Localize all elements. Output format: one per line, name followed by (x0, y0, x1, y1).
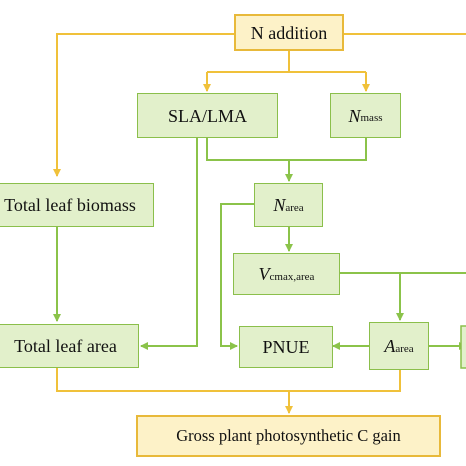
edge-narea-to-pnue (220, 203, 254, 350)
node-pnue-label: PNUE (262, 337, 310, 357)
node-a-area-symbol: A (384, 336, 396, 356)
node-n-addition-label: N addition (250, 22, 328, 43)
clipped-node-right (460, 325, 466, 369)
node-pnue: PNUE (239, 326, 333, 368)
node-gross-gain-label: Gross plant photosynthetic C gain (176, 425, 401, 445)
edge-sla-to-leafarea (140, 138, 198, 350)
edge-sla-nmass-to-narea (206, 138, 367, 161)
edge-leafarea-aarea-to-gain (56, 368, 401, 392)
node-total-leaf-biomass: Total leaf biomass (0, 183, 154, 227)
node-vcmax-symbol: V (258, 264, 270, 284)
node-total-leaf-area-label: Total leaf area (14, 336, 117, 356)
node-sla-lma-label: SLA/LMA (167, 105, 247, 126)
node-n-addition: N addition (234, 14, 344, 51)
node-gross-photosynthetic-gain: Gross plant photosynthetic C gain (136, 415, 441, 457)
node-a-area-sub: area (395, 342, 414, 355)
node-n-area-sub: area (285, 201, 304, 214)
edge-naddition-to-biomass (53, 33, 234, 177)
node-n-mass-symbol: N (348, 105, 361, 126)
node-n-mass-sub: mass (360, 112, 383, 124)
node-n-area-symbol: N (273, 195, 286, 215)
node-total-leaf-biomass-label: Total leaf biomass (4, 195, 136, 215)
node-vcmax-sub: cmax,area (269, 270, 315, 283)
node-sla-lma: SLA/LMA (137, 93, 278, 138)
node-total-leaf-area: Total leaf area (0, 324, 139, 368)
